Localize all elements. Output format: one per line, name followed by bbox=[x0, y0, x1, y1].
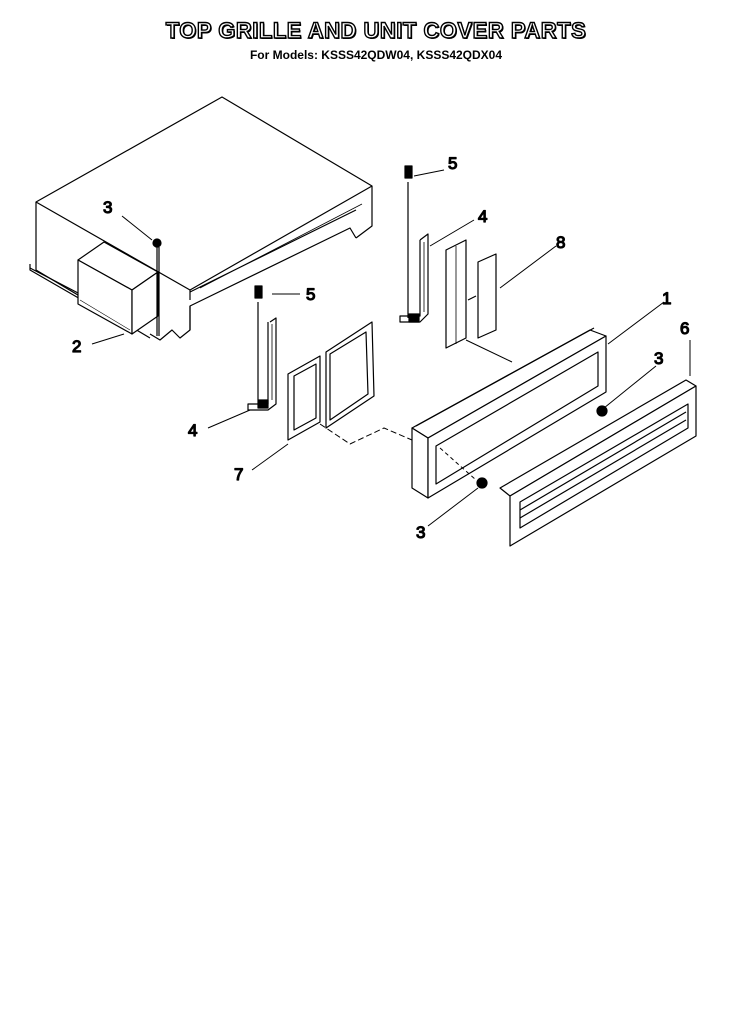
callout-5-screw-left: 5 bbox=[306, 285, 315, 304]
callout-5-screw-right: 5 bbox=[448, 154, 457, 173]
side-bracket-part-left bbox=[247, 285, 277, 411]
callout-3-screw-top-left: 3 bbox=[103, 198, 112, 217]
callout-6-grille: 6 bbox=[680, 319, 689, 338]
callout-4-bracket-left: 4 bbox=[188, 421, 197, 440]
models-subtitle: For Models: KSSS42QDW04, KSSS42QDX04 bbox=[249, 48, 503, 62]
insulation-part bbox=[445, 239, 497, 349]
control-box-part bbox=[77, 241, 159, 335]
side-bracket-part-right bbox=[399, 165, 429, 323]
screw-part-frame-right bbox=[596, 405, 608, 417]
callout-leaders bbox=[91, 169, 691, 527]
front-frame-part bbox=[411, 327, 607, 499]
air-filter-part bbox=[287, 321, 375, 441]
callout-1-front-frame: 1 bbox=[662, 289, 671, 308]
page-title: TOP GRILLE AND UNIT COVER PARTS bbox=[165, 17, 587, 43]
callout-2-control-box: 2 bbox=[72, 337, 81, 356]
callout-7-filter: 7 bbox=[234, 465, 243, 484]
callout-3-screw-frame-lower: 3 bbox=[416, 523, 425, 542]
unit-cover-part bbox=[29, 96, 373, 341]
top-grille-part bbox=[499, 379, 697, 547]
screw-part-top-left bbox=[152, 238, 162, 336]
callout-3-screw-frame-right: 3 bbox=[654, 349, 663, 368]
callout-4-bracket-right: 4 bbox=[478, 207, 487, 226]
screw-part-frame-lower bbox=[476, 477, 488, 489]
callout-8-insulation: 8 bbox=[556, 233, 565, 252]
